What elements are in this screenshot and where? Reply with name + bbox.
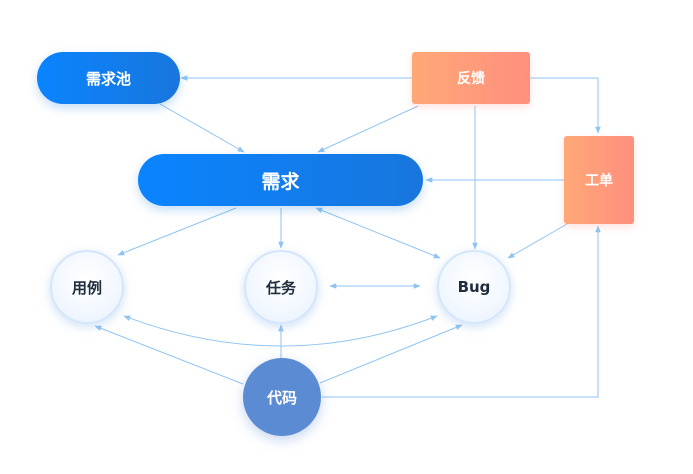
node-requirement-pool-label: 需求池 [85, 69, 131, 88]
link-requirement-bug [315, 207, 441, 259]
link-code-to-bug [319, 324, 463, 384]
node-requirement-label: 需求 [261, 170, 300, 193]
node-feedback-label: 反馈 [457, 71, 485, 87]
link-pool-to-requirement [159, 103, 245, 153]
node-usecase-label: 用例 [71, 278, 102, 297]
link-code-to-ticket [322, 225, 601, 398]
node-bug-label: Bug [457, 278, 491, 296]
node-code[interactable]: 代码 [243, 358, 321, 436]
node-requirement-pool[interactable]: 需求池 [37, 52, 180, 104]
link-requirement-to-usecase [117, 207, 237, 256]
node-ticket-label: 工单 [585, 173, 613, 189]
node-feedback[interactable]: 反馈 [412, 52, 530, 104]
node-task-label: 任务 [265, 278, 296, 297]
node-task[interactable]: 任务 [244, 250, 318, 324]
link-feedback-to-requirement [317, 105, 419, 153]
link-code-to-usecase [94, 325, 244, 385]
node-bug[interactable]: Bug [437, 250, 511, 324]
node-usecase[interactable]: 用例 [50, 250, 124, 324]
link-feedback-to-ticket [530, 77, 601, 134]
node-ticket[interactable]: 工单 [564, 136, 634, 224]
node-requirement[interactable]: 需求 [138, 154, 423, 206]
link-ticket-to-bug [507, 223, 568, 259]
node-code-label: 代码 [266, 388, 297, 407]
